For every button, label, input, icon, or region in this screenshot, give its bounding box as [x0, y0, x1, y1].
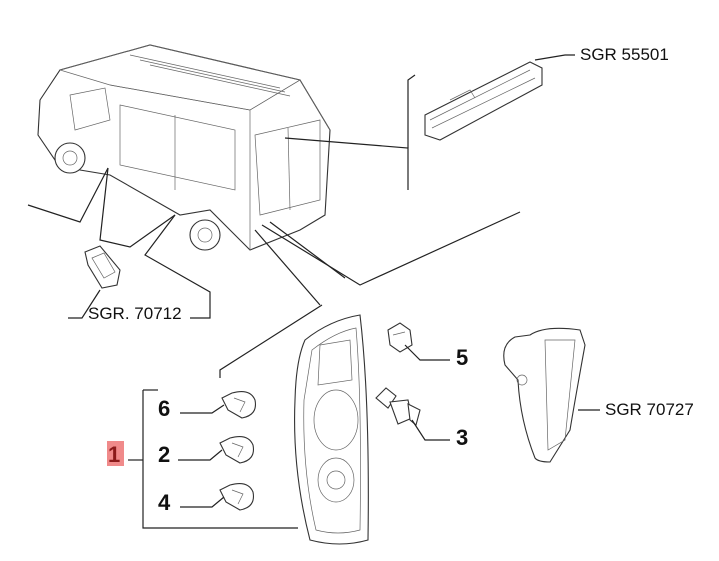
bulb-holder-5 — [387, 322, 413, 353]
tail-lamp-assembly — [294, 314, 369, 545]
label-side-repeater: SGR. 70712 — [88, 304, 182, 323]
part-number-1: 1 — [108, 442, 120, 467]
van-illustration — [37, 44, 331, 251]
bulb-holder-3 — [375, 387, 421, 426]
part-number-3: 3 — [456, 425, 468, 450]
rear-wheel — [189, 219, 221, 251]
bulb-2-leader — [178, 449, 223, 461]
label-side-lamp: SGR 70727 — [605, 400, 694, 419]
holder-5-leader — [404, 344, 450, 361]
part-number-6: 6 — [158, 396, 170, 421]
front-wheel — [54, 142, 86, 174]
side-repeater-leader — [68, 289, 101, 319]
bulb-4-leader — [180, 496, 225, 508]
bulb-6 — [221, 391, 257, 419]
high-stop-lamp — [424, 61, 543, 141]
bulb-2 — [219, 436, 255, 464]
part-number-2: 2 — [158, 442, 170, 467]
leader-lines — [27, 74, 521, 378]
bulb-6-leader — [180, 404, 225, 414]
side-repeater — [84, 245, 121, 289]
holder-3-leader — [411, 419, 450, 441]
stop-lamp-leader — [534, 54, 575, 61]
part-number-4: 4 — [158, 490, 171, 515]
part-number-5: 5 — [456, 345, 468, 370]
label-stop-lamp: SGR 55501 — [580, 45, 669, 64]
side-marker-lamp — [503, 327, 586, 463]
bulb-4 — [219, 483, 255, 511]
assembly-bracket — [128, 389, 298, 529]
assembly-highlight — [107, 441, 124, 466]
